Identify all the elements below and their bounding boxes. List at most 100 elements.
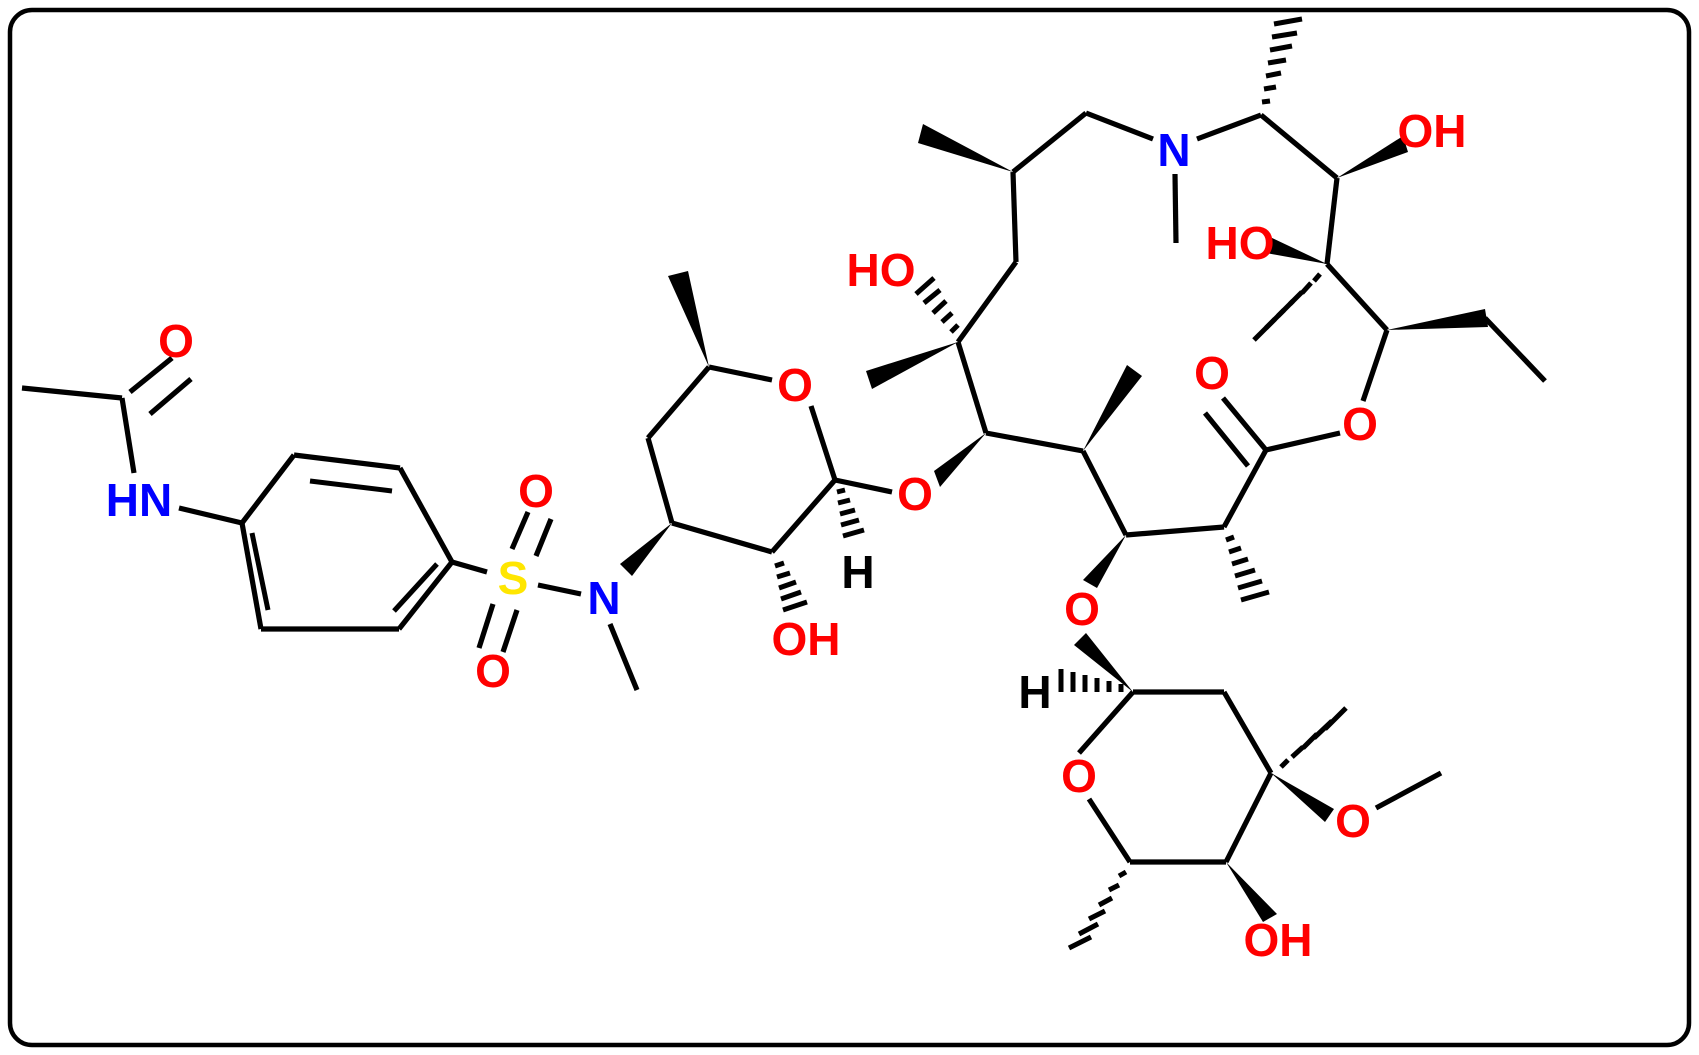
sulfonyl-group [451,510,582,653]
bond-n-methyl [607,623,640,691]
atom-label-h-anomeric-1: H [841,546,874,598]
bond-macro-c2-c3 [1125,524,1225,538]
benzene-ring [178,452,455,632]
wedge-macro-c13-ethyl [1387,309,1488,330]
hash-clad-c5-methyl [1067,869,1128,951]
bond-macro-c1-c2 [1221,448,1269,529]
bond-carbonyl-o-a [128,355,174,395]
hash-clad-c1-h [1058,669,1124,692]
bond-macro-c12-c13 [1325,262,1389,332]
bond-aryl-6-1-inner [249,532,271,611]
bond-des-c1-c2 [770,478,837,554]
bond-s-o-bot-a [476,603,496,649]
bond-clad-oring-c1 [1077,690,1135,755]
atom-label-s-sulfonyl: S [498,552,529,604]
atom-label-o-acetyl: O [158,315,194,367]
atom-label-n-sulfonamide: N [587,572,620,624]
bond-aryl-3-4 [397,466,455,564]
bond-aryl-s [451,559,488,575]
bond-macro-c13-oester [1360,329,1390,402]
bond-carbonyl-o-b [148,377,193,416]
bond-aryl-4-5 [396,560,455,631]
bond-macro-c3-c4 [1080,449,1129,537]
atom-label-oh-desosamine: OH [772,613,841,665]
atom-label-o-desosamine-ring: O [777,359,813,411]
bond-des-c5-o [708,364,773,383]
bond-aryl-6-1 [239,522,264,630]
atom-label-oh-top-right: OH [1398,105,1467,157]
atom-label-o-sulfonyl-down: O [475,645,511,697]
hash-des-c1-h [836,487,865,539]
bond-macro-c9-n [1085,110,1154,142]
bond-macro-c11-c12 [1324,177,1340,265]
bond-ch3-carbonyl [21,385,123,401]
bond-aryl-1-2 [239,453,297,525]
atom-label-h-anomeric-2: H [1018,666,1051,718]
bond-aryl-2-3 [293,452,401,471]
atom-label-oh-cladinose: OH [1244,914,1313,966]
wedge-macro-c8-methyl [918,124,1013,172]
atom-label-o-cladinose-ring: O [1061,750,1097,802]
bond-macro-c7-c8 [1010,171,1019,263]
hash-macro-c6-oh [914,276,960,334]
bond-ome-methyl [1374,770,1443,811]
bond-des-c2-c3 [671,520,773,555]
desosamine-sugar [645,271,893,613]
bond-macro-c4-c5 [985,430,1084,454]
acetamido-group [21,355,193,474]
atom-label-o-sulfonyl-up: O [518,465,554,517]
atom-label-ho-c6-macro: HO [847,244,916,296]
bond-clad-c2-c3 [1221,690,1274,775]
bond-oester-carbonyl [1265,430,1341,453]
bond-des-c4-c5 [646,365,711,440]
atom-label-o-glycoside-1: O [897,468,933,520]
wedge-clad-c1-o [1074,633,1133,692]
bond-clad-c5-oring [1086,797,1133,864]
bond-carbonyl-n [119,397,137,474]
bond-s-n [537,582,582,597]
bond-des-c3-c4 [645,437,675,524]
wedge-macro-c11-oh [1337,136,1408,178]
hash-macro-c2-methyl [1225,534,1270,603]
bond-carbonyl-dbl-b [1202,411,1251,468]
bond-aryl-2-3-inner [309,478,393,494]
bond-macro-c5-c6 [955,341,989,434]
atom-label-ho-c11: HO [1206,217,1275,269]
bond-macro-c6-c7 [955,260,1019,344]
atom-label-hn-anilide: HN [106,474,172,526]
wedge-clad-c3-ome [1271,773,1334,822]
bond-macro-n-c10 [1196,112,1262,142]
cladinose-sugar [1058,633,1443,951]
atom-label-o-glycoside-2: O [1064,583,1100,635]
wedge-macro-c4-methyl [1083,365,1142,451]
atom-label-o-lactone-ester: O [1342,398,1378,450]
bond-des-o-c1 [808,405,838,481]
bond-macro-c10-c11 [1259,112,1339,181]
diagram-border [7,7,1692,1048]
atom-label-o-lactone-dbl: O [1194,347,1230,399]
bond-n-aryl [178,505,243,526]
hash-clad-c3-methyl [1279,706,1348,769]
wedge-des-c5-methyl [668,271,709,367]
macrolactone-ring [955,110,1390,538]
bond-des-c1-oglyco [834,477,893,495]
hash-macro-c12-methyl [1252,272,1322,342]
bond-clad-c3-c4 [1223,771,1274,864]
bond-s-o-top-a [509,510,531,551]
wedge-macro-c12-ho [1266,236,1327,264]
n-methyl-amine [607,523,672,691]
bond-macro-n-methyl [1172,173,1179,244]
hash-des-c2-oh [774,560,808,613]
bond-carbonyl-dbl-a [1220,396,1269,452]
bond-ethyl-ch2-ch3 [1483,316,1547,383]
bond-macro-c8-c9 [1011,110,1088,175]
hash-macro-c10-methyl [1261,16,1303,105]
bond-aryl-4-5-inner [392,562,439,613]
atom-label-n-macrocycle: N [1157,124,1190,176]
wedge-clad-c4-oh [1226,862,1277,922]
macrolactone-substituents [866,16,1547,603]
bond-s-o-bot-b [500,609,520,653]
wedge-macro-c6-methyl [866,342,958,389]
